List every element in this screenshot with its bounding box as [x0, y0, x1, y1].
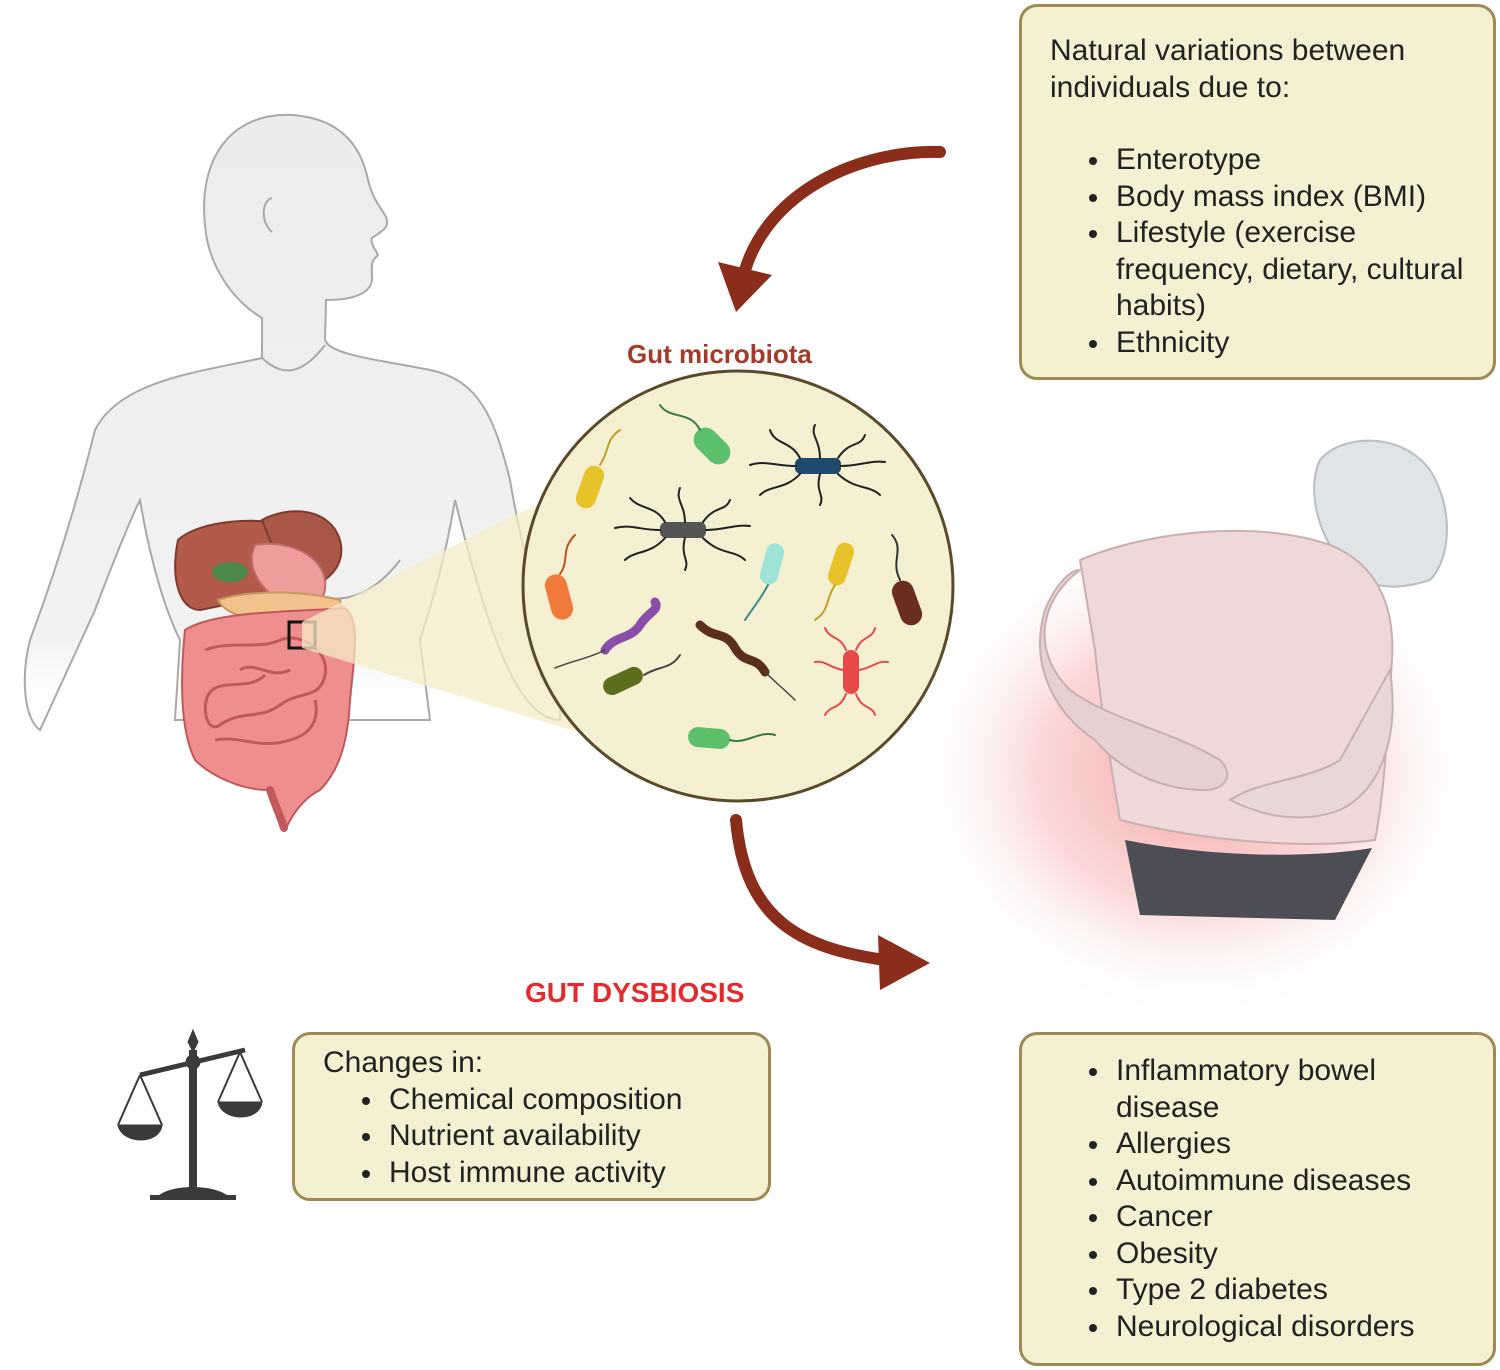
balance-scale-icon — [117, 1028, 263, 1200]
list-item: Obesity — [1112, 1236, 1483, 1273]
diseases-list: Inflammatory bowel disease Allergies Aut… — [1050, 1053, 1483, 1345]
list-item: Ethnicity — [1112, 325, 1475, 362]
diseases-box: Inflammatory bowel disease Allergies Aut… — [1019, 1032, 1496, 1366]
list-item: Neurological disorders — [1112, 1309, 1483, 1346]
gut-dysbiosis-label: GUT DYSBIOSIS — [525, 977, 745, 1008]
list-item: Allergies — [1112, 1126, 1483, 1163]
list-item: Lifestyle (exercise frequency, dietary, … — [1112, 215, 1475, 325]
list-item: Body mass index (BMI) — [1112, 179, 1475, 216]
gut-microbiota-label: Gut microbiota — [627, 339, 812, 369]
list-item: Autoimmune diseases — [1112, 1163, 1483, 1200]
natural-variations-box: Natural variations between individuals d… — [1019, 4, 1496, 380]
list-item: Inflammatory bowel disease — [1112, 1053, 1483, 1126]
list-item: Chemical composition — [385, 1082, 758, 1119]
bacteria-circle — [521, 369, 955, 803]
list-item: Nutrient availability — [385, 1118, 758, 1155]
list-item: Enterotype — [1112, 142, 1475, 179]
list-item: Type 2 diabetes — [1112, 1272, 1483, 1309]
variations-heading: Natural variations between individuals d… — [1050, 34, 1406, 104]
changes-list: Chemical composition Nutrient availabili… — [323, 1082, 758, 1192]
changes-heading: Changes in: — [323, 1046, 484, 1079]
arrow-microbiota-to-dysbiosis — [730, 814, 930, 990]
arrow-variations-to-microbiota — [718, 145, 946, 312]
digestive-system — [174, 510, 356, 832]
list-item: Cancer — [1112, 1199, 1483, 1236]
person-with-abdominal-pain — [905, 439, 1485, 1020]
list-item: Host immune activity — [385, 1155, 758, 1192]
variations-list: Enterotype Body mass index (BMI) Lifesty… — [1050, 142, 1475, 361]
dysbiosis-changes-box: Changes in: Chemical composition Nutrien… — [292, 1032, 771, 1201]
